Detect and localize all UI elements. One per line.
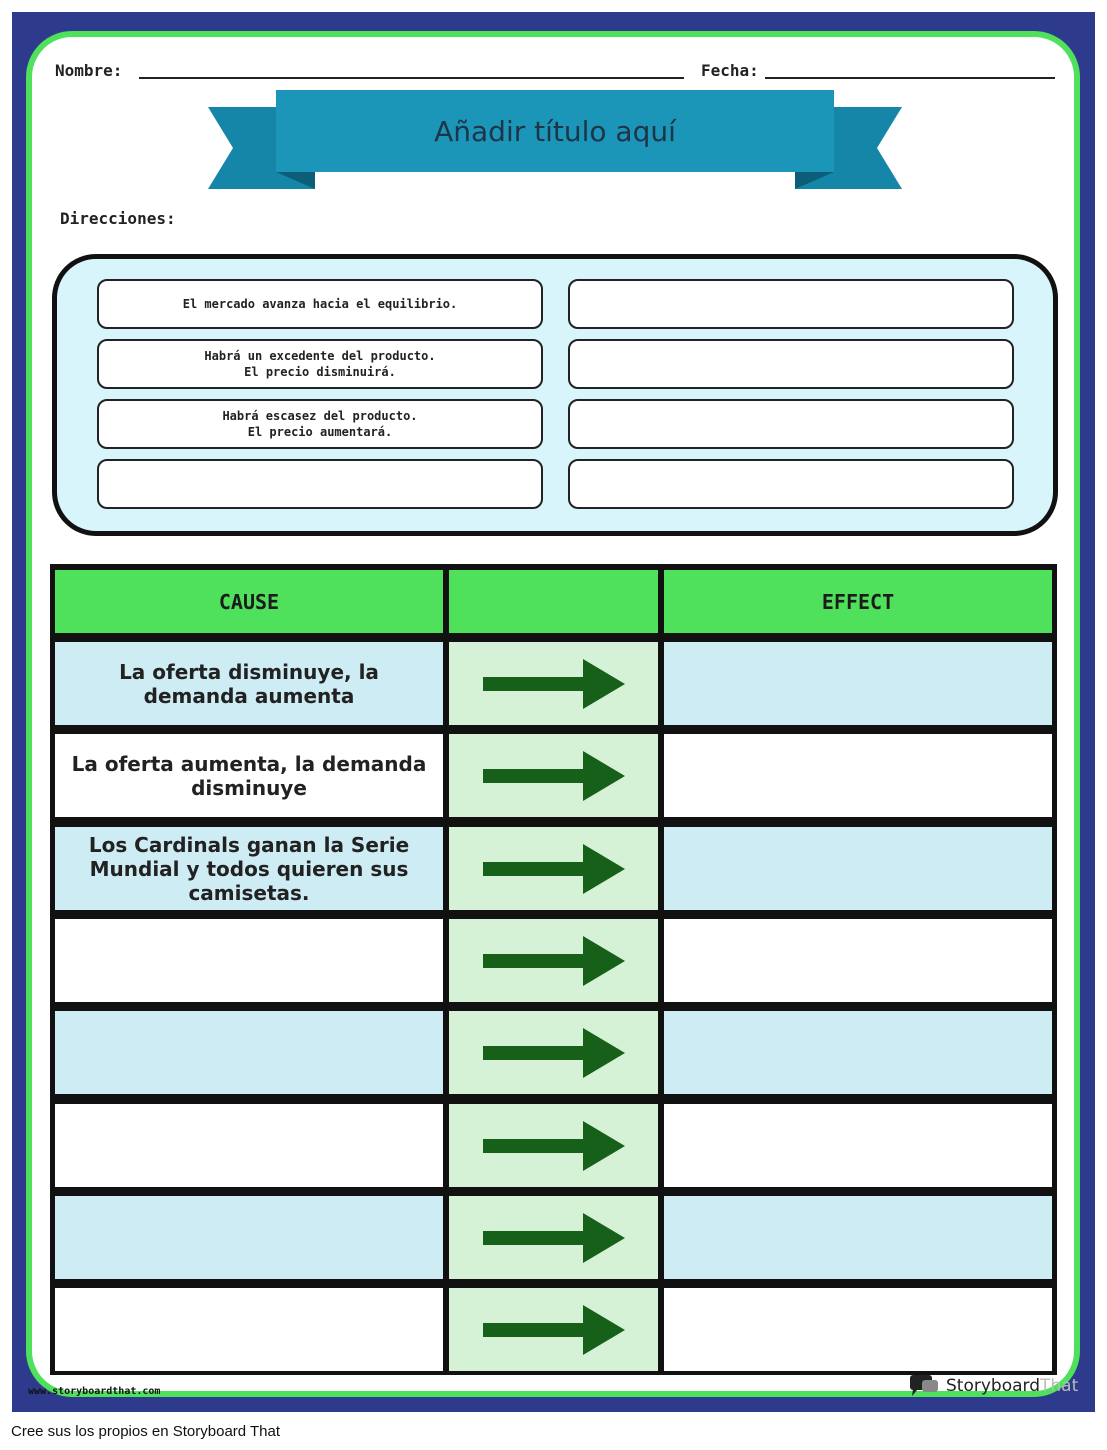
- arrow-cell: [449, 919, 658, 1002]
- brand-name-dark: Storyboard: [946, 1376, 1040, 1396]
- effect-cell[interactable]: [664, 642, 1052, 725]
- word-bank-card[interactable]: [97, 459, 543, 509]
- name-line[interactable]: [139, 77, 684, 79]
- arrow-cell: [449, 1104, 658, 1187]
- title-ribbon: Añadir título aquí: [208, 90, 902, 190]
- name-label: Nombre:: [55, 61, 123, 80]
- effect-cell[interactable]: [664, 1104, 1052, 1187]
- effect-cell[interactable]: [664, 1288, 1052, 1371]
- right-arrow-icon: [482, 1212, 625, 1263]
- arrow-cell: [449, 734, 658, 817]
- cause-cell[interactable]: La oferta aumenta, la demanda disminuye: [55, 734, 443, 817]
- arrow-header: [449, 570, 658, 633]
- effect-cell[interactable]: [664, 827, 1052, 910]
- ribbon-shape: [208, 90, 902, 189]
- arrow-cell: [449, 642, 658, 725]
- cause-cell[interactable]: [55, 1288, 443, 1371]
- date-label: Fecha:: [701, 61, 759, 80]
- effect-cell[interactable]: [664, 734, 1052, 817]
- arrow-cell: [449, 1288, 658, 1371]
- right-arrow-icon: [482, 658, 625, 709]
- right-arrow-icon: [482, 1027, 625, 1078]
- word-bank-card[interactable]: Habrá escasez del producto. El precio au…: [97, 399, 543, 449]
- right-arrow-icon: [482, 935, 625, 986]
- worksheet-title[interactable]: Añadir título aquí: [434, 114, 676, 148]
- cause-cell[interactable]: [55, 919, 443, 1002]
- effect-cell[interactable]: [664, 1011, 1052, 1094]
- cause-cell[interactable]: [55, 1011, 443, 1094]
- right-arrow-icon: [482, 1304, 625, 1355]
- word-bank-card[interactable]: [568, 339, 1014, 389]
- effect-header: EFFECT: [664, 570, 1052, 633]
- directions-label: Direcciones:: [60, 209, 176, 228]
- footer-url[interactable]: www.storyboardthat.com: [28, 1386, 161, 1397]
- cause-cell[interactable]: La oferta disminuye, la demanda aumenta: [55, 642, 443, 725]
- cause-cell[interactable]: Los Cardinals ganan la Serie Mundial y t…: [55, 827, 443, 910]
- word-bank-card[interactable]: Habrá un excedente del producto. El prec…: [97, 339, 543, 389]
- arrow-cell: [449, 827, 658, 910]
- speech-bubble-icon: [910, 1375, 938, 1396]
- brand-name-light: That: [1040, 1376, 1079, 1396]
- storyboardthat-logo: StoryboardThat: [910, 1374, 1078, 1398]
- cause-header: CAUSE: [55, 570, 443, 633]
- word-bank-card[interactable]: [568, 459, 1014, 509]
- right-arrow-icon: [482, 1120, 625, 1171]
- effect-cell[interactable]: [664, 919, 1052, 1002]
- effect-cell[interactable]: [664, 1196, 1052, 1279]
- arrow-cell: [449, 1011, 658, 1094]
- cause-cell[interactable]: [55, 1104, 443, 1187]
- arrow-cell: [449, 1196, 658, 1279]
- right-arrow-icon: [482, 843, 625, 894]
- word-bank-card[interactable]: [568, 279, 1014, 329]
- cause-cell[interactable]: [55, 1196, 443, 1279]
- word-bank-card[interactable]: El mercado avanza hacia el equilibrio.: [97, 279, 543, 329]
- date-line[interactable]: [765, 77, 1055, 79]
- credit-line[interactable]: Cree sus los propios en Storyboard That: [11, 1423, 281, 1440]
- right-arrow-icon: [482, 750, 625, 801]
- word-bank-card[interactable]: [568, 399, 1014, 449]
